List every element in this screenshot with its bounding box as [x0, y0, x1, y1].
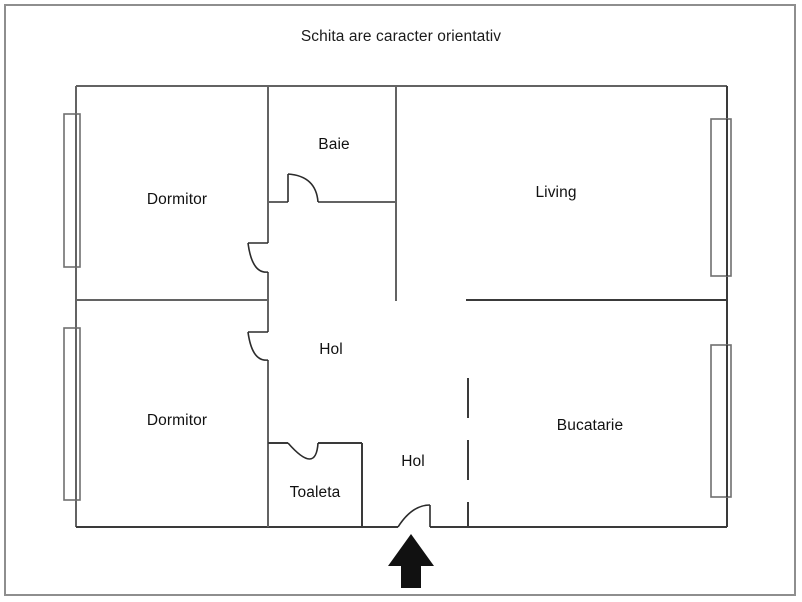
page-title: Schita are caracter orientativ	[300, 28, 502, 45]
room-label-hol-lower: Hol	[401, 453, 425, 470]
door-baie	[287, 173, 319, 203]
outer-frame-border	[4, 4, 796, 596]
room-label-bucatarie: Bucatarie	[556, 417, 624, 434]
door-swing-arcs	[247, 173, 431, 528]
interior-walls	[76, 86, 727, 527]
room-label-toaleta: Toaleta	[289, 484, 341, 501]
room-label-dormitor-upper: Dormitor	[146, 191, 208, 208]
room-label-dormitor-lower: Dormitor	[146, 412, 208, 429]
entrance-arrow	[388, 534, 434, 588]
door-dormitor-lower	[247, 331, 269, 361]
door-entrance	[397, 504, 431, 528]
windows	[63, 113, 732, 501]
room-label-living: Living	[535, 184, 577, 201]
door-dormitor-upper	[247, 242, 269, 273]
room-label-hol-upper: Hol	[319, 341, 343, 358]
door-toaleta	[287, 442, 319, 460]
room-label-baie: Baie	[318, 136, 350, 153]
window-left-upper	[63, 113, 81, 268]
window-left-lower	[63, 327, 81, 501]
